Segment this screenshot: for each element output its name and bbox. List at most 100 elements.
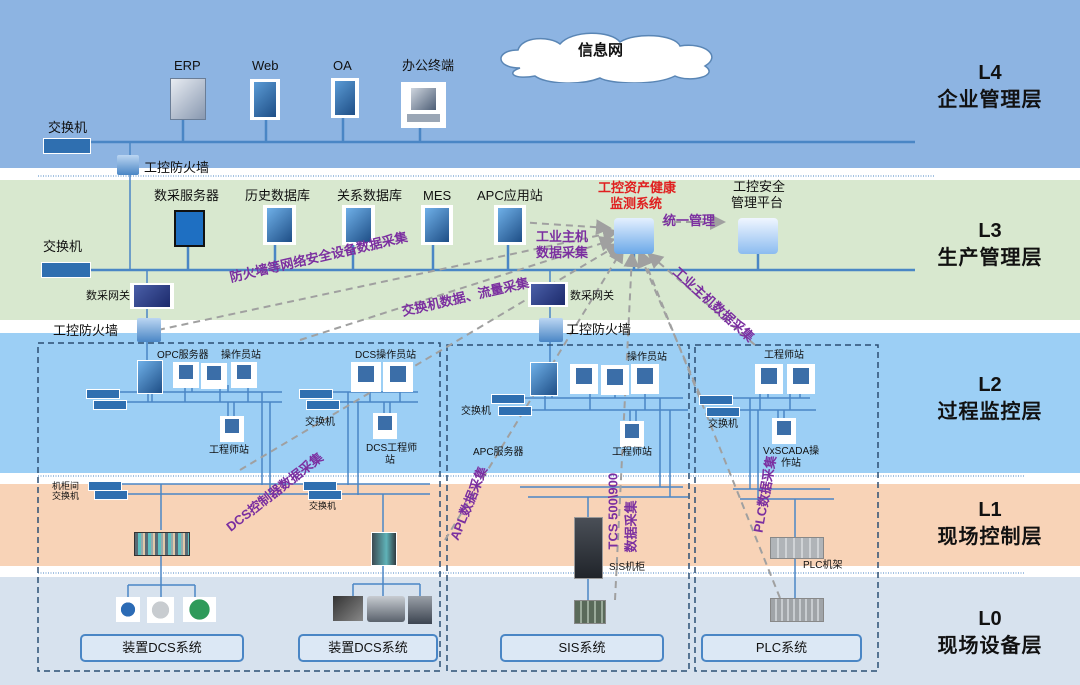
layer-name-l1: 现场控制层	[937, 526, 1043, 548]
io-module-icon	[367, 596, 405, 622]
annotation-tcs-line2: 数据采集	[623, 500, 639, 553]
boundary-dcs	[37, 342, 441, 672]
l4-firewall-label: 工控防火墙	[144, 160, 210, 175]
l3-node-label-relationdb: 关系数据库	[337, 188, 403, 203]
workstation-icon-sis-operator-3[interactable]	[631, 364, 659, 394]
server-icon-oa[interactable]	[331, 78, 359, 118]
gateway-label-left: 数采网关	[86, 290, 130, 302]
plc-io-icon	[770, 598, 824, 622]
switch-icon-l4[interactable]	[43, 138, 91, 154]
switch-icon-dcs-3[interactable]	[299, 389, 333, 399]
label-engineer-station: 工程师站	[209, 445, 249, 456]
gateway-icon-left[interactable]	[130, 283, 174, 309]
workstation-icon-operator-1[interactable]	[173, 362, 199, 388]
layer-code-l0: L0	[978, 608, 1002, 630]
label-plc-engineer: 工程师站	[764, 350, 804, 361]
switch-icon-plc-2[interactable]	[706, 407, 740, 417]
l4-node-label-oa: OA	[333, 58, 352, 73]
workstation-icon-engineer[interactable]	[220, 416, 244, 442]
dcs-controller-icon-2[interactable]	[371, 532, 397, 566]
layer-title-l3: L3 生产管理层	[915, 218, 1065, 272]
health-system-title-line2: 监测系统	[610, 196, 663, 211]
switch-icon-l3[interactable]	[41, 262, 91, 278]
workstation-icon-dcs-operator-1[interactable]	[351, 362, 381, 392]
label-sis-cabinet: SIS机柜	[609, 562, 646, 573]
layer-name-l4: 企业管理层	[937, 89, 1043, 111]
workstation-icon-vxscada[interactable]	[772, 418, 796, 444]
firewall-label-right: 工控防火墙	[566, 322, 632, 337]
switch-icon-sis-1[interactable]	[491, 394, 525, 404]
switch-icon-cabinet-2[interactable]	[94, 490, 128, 500]
label-sis-switch: 交换机	[461, 406, 491, 417]
server-icon-relationdb[interactable]	[342, 205, 375, 245]
switch-icon-sis-2[interactable]	[498, 406, 532, 416]
workstation-icon-plc-engineer-2[interactable]	[787, 364, 815, 394]
server-icon-apc[interactable]	[530, 362, 558, 396]
server-icon-historydb[interactable]	[263, 205, 296, 245]
layer-title-l4: L4 企业管理层	[915, 60, 1065, 114]
dcs-controller-icon-1[interactable]	[134, 532, 190, 556]
firewall-icon-right[interactable]	[539, 318, 563, 342]
plc-rack-icon[interactable]	[770, 537, 824, 559]
switch-icon-l1-dcs-2[interactable]	[308, 490, 342, 500]
l4-node-label-web: Web	[252, 58, 279, 73]
terminal-icon-office[interactable]	[401, 82, 446, 128]
workstation-icon-dcs-engineer[interactable]	[373, 413, 397, 439]
workstation-icon-sis-operator-1[interactable]	[570, 364, 598, 394]
arrow-firewall-collect	[157, 226, 619, 331]
workstation-icon-plc-engineer-1[interactable]	[755, 364, 783, 394]
server-icon-apc[interactable]	[494, 205, 526, 245]
l4-node-label-office: 办公终端	[402, 58, 455, 73]
system-box-plc[interactable]: PLC系统	[701, 634, 862, 662]
workstation-icon-sis-operator-2[interactable]	[601, 365, 629, 395]
servo-motor-icon	[333, 596, 363, 621]
health-system-title-line1: 工控资产健康	[598, 180, 677, 195]
server-icon-opc[interactable]	[137, 360, 163, 394]
layer-code-l1: L1	[978, 499, 1002, 521]
gear-drive-icon	[183, 597, 216, 622]
workstation-icon-operator-3[interactable]	[231, 362, 257, 388]
layer-band-l0	[0, 577, 1080, 685]
server-icon-dcserver[interactable]	[174, 210, 205, 247]
layer-name-l3: 生产管理层	[937, 247, 1043, 269]
label-sis-engineer: 工程师站	[612, 447, 652, 458]
layer-code-l4: L4	[978, 62, 1002, 84]
gateway-icon-right[interactable]	[528, 282, 568, 307]
switch-icon-dcs-4[interactable]	[306, 400, 340, 410]
sis-cabinet-icon[interactable]	[574, 517, 603, 579]
workstation-icon-operator-2[interactable]	[201, 363, 227, 389]
server-icon-erp[interactable]	[170, 78, 206, 120]
layer-title-l2: L2 过程监控层	[915, 372, 1065, 426]
firewall-icon-l4[interactable]	[117, 155, 139, 175]
switch-icon-dcs-2[interactable]	[93, 400, 127, 410]
server-icon-mes[interactable]	[421, 205, 453, 245]
switch-icon-dcs-1[interactable]	[86, 389, 120, 399]
switch-icon-plc-1[interactable]	[699, 395, 733, 405]
firewall-icon-left[interactable]	[137, 318, 161, 342]
layer-title-l0: L0 现场设备层	[915, 606, 1065, 660]
annotation-host-collect-line1: 工业主机	[536, 229, 589, 244]
label-dcs-operator: DCS操作员站	[355, 350, 417, 361]
gauge-meter-icon	[147, 597, 174, 623]
arrow-switch-collect	[299, 236, 616, 341]
label-cabinet-switch-line2: 交换机	[52, 491, 80, 501]
layer-code-l2: L2	[978, 374, 1002, 396]
system-box-dcs-2[interactable]: 装置DCS系统	[298, 634, 438, 662]
cloud-icon: 信息网	[490, 28, 725, 83]
label-vxscada-line2: 作站	[781, 458, 801, 469]
system-box-dcs-1[interactable]: 装置DCS系统	[80, 634, 244, 662]
workstation-icon-sis-engineer[interactable]	[620, 421, 644, 447]
flowmeter-icon	[116, 597, 140, 622]
l3-node-label-dcserver: 数采服务器	[154, 188, 220, 203]
system-box-sis[interactable]: SIS系统	[500, 634, 664, 662]
label-opc-server: OPC服务器	[157, 350, 209, 361]
security-platform-icon[interactable]	[738, 218, 778, 254]
workstation-icon-dcs-operator-2[interactable]	[383, 362, 413, 392]
firewall-label-left: 工控防火墙	[53, 323, 119, 338]
unified-mgmt-label: 统一管理	[663, 213, 716, 228]
health-system-icon[interactable]	[614, 218, 654, 254]
label-sis-operator: 操作员站	[627, 352, 667, 363]
server-icon-web[interactable]	[250, 79, 280, 120]
label-dcs-engineer-line2: 站	[385, 455, 395, 466]
arrow-dcs-collect	[239, 242, 622, 471]
